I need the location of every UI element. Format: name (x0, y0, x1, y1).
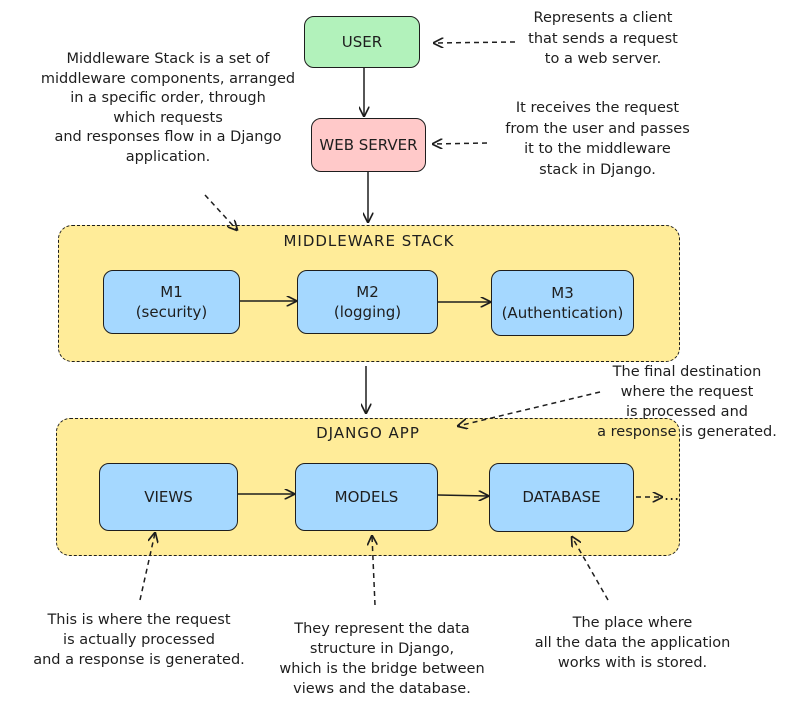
note-line: which requests (113, 109, 223, 126)
note-django-app: The final destination where the request is… (582, 362, 792, 442)
note-web-server: It receives the request from the user and… (490, 98, 705, 180)
database-box: DATABASE (489, 463, 634, 532)
middleware-stack-title: MIDDLEWARE STACK (283, 232, 455, 250)
m3-box: M3 (Authentication) (491, 270, 634, 336)
models-label: MODELS (334, 487, 399, 506)
m1-box: M1 (security) (103, 270, 240, 334)
m2-detail: (logging) (333, 303, 402, 321)
note-line: to a web server. (544, 51, 662, 68)
pointer-user-note (434, 42, 516, 43)
note-user: Represents a client that sends a request t… (508, 8, 698, 70)
note-line: They represent the data (294, 621, 470, 637)
note-line: all the data the application (534, 635, 731, 651)
views-label: VIEWS (144, 487, 193, 506)
note-line: views and the database. (293, 681, 471, 697)
note-line: It receives the request (515, 100, 680, 116)
note-line: in a specific order, through (70, 90, 266, 107)
note-line: The place where (572, 615, 693, 631)
note-line: which is the bridge between (279, 661, 485, 677)
views-box: VIEWS (99, 463, 238, 531)
note-line: that sends a request (528, 30, 678, 47)
m3-detail: (Authentication) (501, 304, 624, 322)
note-line: a response is generated. (597, 424, 777, 440)
user-box: USER (304, 16, 420, 68)
user-label: USER (341, 32, 383, 51)
note-database: The place where all the data the applicat… (525, 613, 740, 673)
m2-box: M2 (logging) (297, 270, 438, 334)
m3-name: M3 (551, 283, 574, 302)
note-line: is processed and (626, 404, 748, 420)
models-box: MODELS (295, 463, 438, 531)
m1-name: M1 (160, 282, 183, 301)
database-continuation: ... (664, 485, 680, 504)
web-server-box: WEB SERVER (311, 118, 426, 172)
note-line: stack in Django. (539, 161, 656, 178)
web-server-label: WEB SERVER (319, 135, 418, 154)
note-line: The final destination (612, 364, 762, 380)
note-line: This is where the request (47, 612, 231, 628)
note-line: works with is stored. (557, 655, 708, 671)
note-line: Represents a client (533, 10, 673, 26)
note-line: structure in Django, (309, 641, 455, 657)
note-line: and a response is generated. (33, 652, 245, 668)
database-label: DATABASE (522, 488, 601, 507)
note-views: This is where the request is actually pro… (15, 610, 263, 670)
m2-name: M2 (356, 282, 379, 301)
note-line: Middleware Stack is a set of (66, 51, 270, 67)
pointer-webserver-note (433, 143, 488, 144)
note-line: is actually processed (63, 632, 215, 648)
note-line: application. (125, 148, 211, 165)
note-line: it to the middleware (524, 141, 671, 158)
note-line: from the user and passes (505, 120, 690, 137)
note-models: They represent the data structure in Djan… (266, 619, 498, 699)
note-middleware: Middleware Stack is a set of middleware c… (18, 50, 318, 167)
django-app-title: DJANGO APP (316, 424, 420, 442)
note-line: and responses flow in a Django (54, 129, 282, 146)
note-line: middleware components, arranged (40, 70, 296, 87)
note-line: where the request (620, 384, 754, 400)
m1-detail: (security) (135, 303, 208, 321)
